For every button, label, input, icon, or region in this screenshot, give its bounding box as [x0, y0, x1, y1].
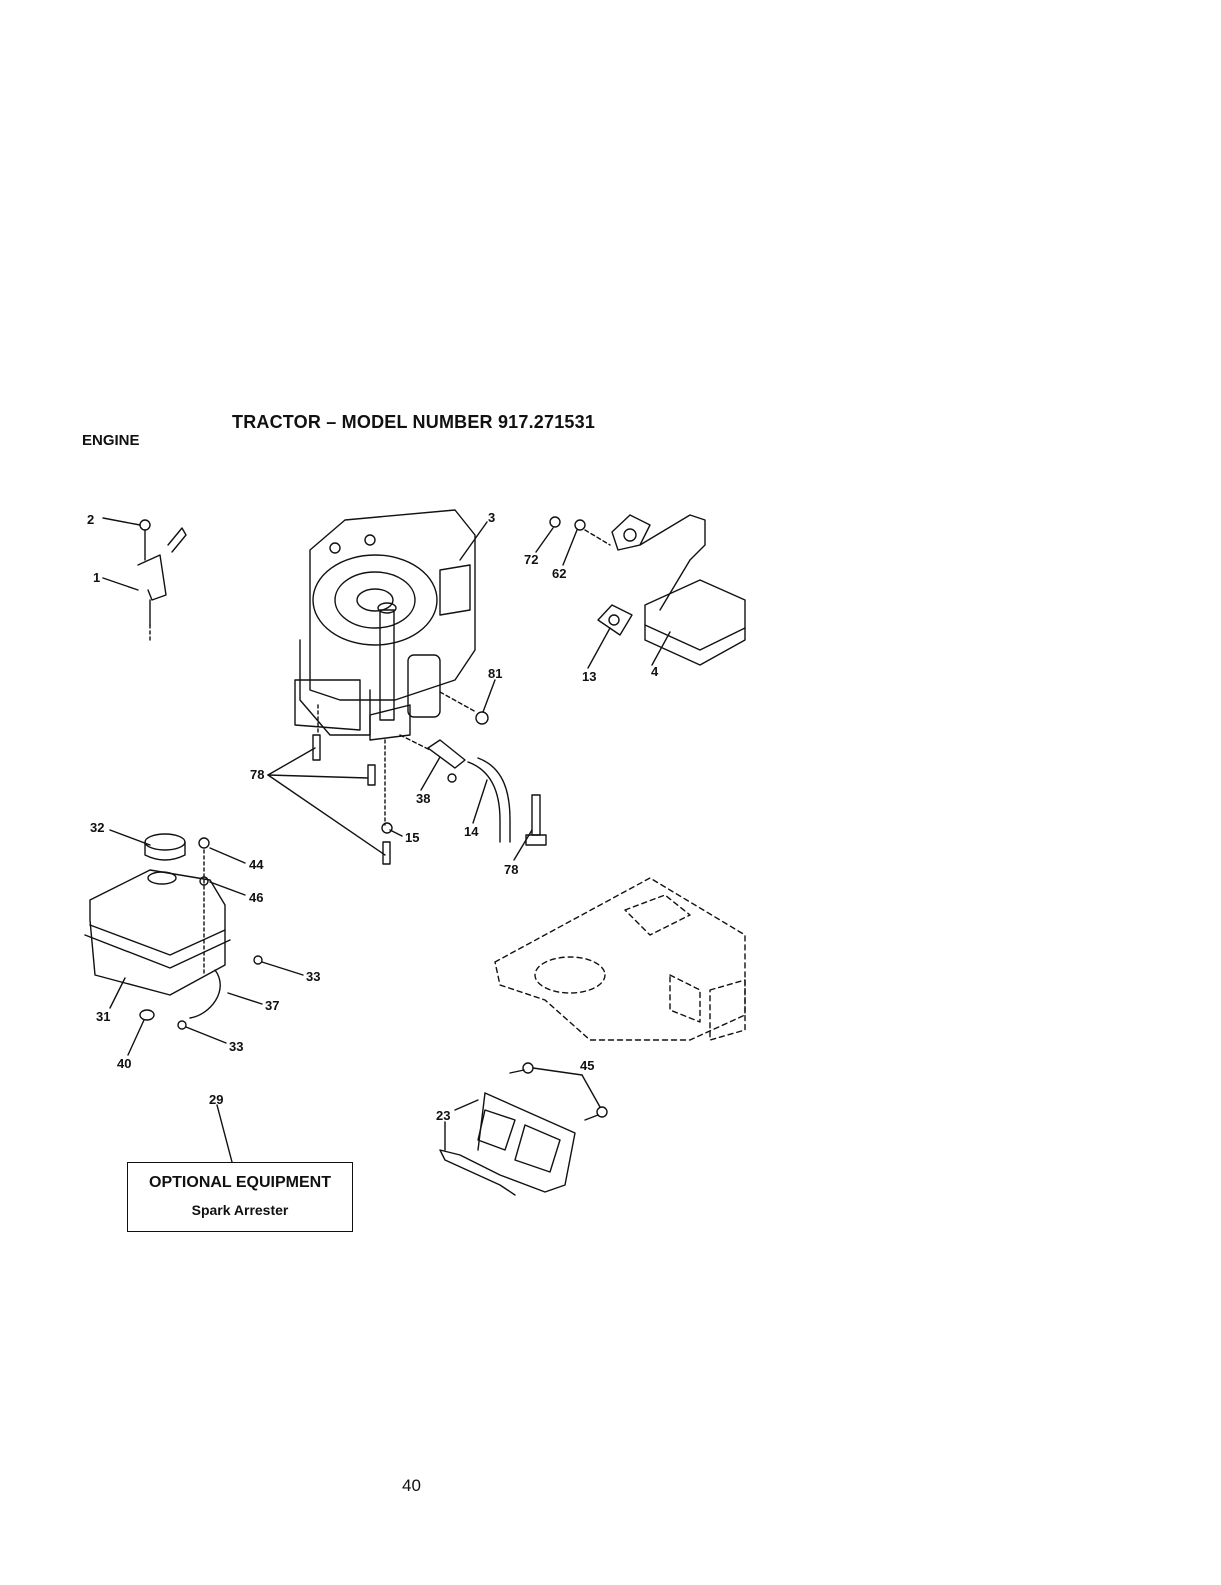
optional-equipment-box: OPTIONAL EQUIPMENT Spark Arrester	[127, 1162, 353, 1232]
exhaust-drawing	[550, 515, 745, 665]
callout-78: 78	[250, 767, 264, 782]
heat-shield-drawing	[440, 1063, 607, 1195]
callout-14: 14	[464, 824, 479, 839]
callout-31: 31	[96, 1009, 110, 1024]
callout-33-upper: 33	[306, 969, 320, 984]
fuel-tank-drawing	[85, 834, 262, 1029]
callout-78-right: 78	[504, 862, 518, 877]
callout-3: 3	[488, 510, 495, 525]
callout-13: 13	[582, 669, 596, 684]
callout-72: 72	[524, 552, 538, 567]
callout-37: 37	[265, 998, 279, 1013]
callout-15: 15	[405, 830, 419, 845]
engine-drawing	[295, 510, 475, 740]
page-number: 40	[402, 1476, 421, 1496]
callout-4: 4	[651, 664, 659, 679]
callout-45: 45	[580, 1058, 594, 1073]
callout-38: 38	[416, 791, 430, 806]
callout-40: 40	[117, 1056, 131, 1071]
callout-46: 46	[249, 890, 263, 905]
callout-23: 23	[436, 1108, 450, 1123]
chassis-frame-drawing	[495, 878, 745, 1040]
callout-29: 29	[209, 1092, 223, 1107]
callout-1: 1	[93, 570, 100, 585]
optional-equipment-item: Spark Arrester	[128, 1202, 352, 1218]
callout-33-lower: 33	[229, 1039, 243, 1054]
callout-44: 44	[249, 857, 264, 872]
callout-32: 32	[90, 820, 104, 835]
callout-labels: 2 1 3 72 62 13 4 81 78 38 14 78 15 32 44…	[87, 510, 659, 1123]
throttle-control-drawing	[138, 520, 186, 640]
callout-62: 62	[552, 566, 566, 581]
callout-2: 2	[87, 512, 94, 527]
optional-equipment-heading: OPTIONAL EQUIPMENT	[128, 1174, 352, 1192]
callout-81: 81	[488, 666, 502, 681]
